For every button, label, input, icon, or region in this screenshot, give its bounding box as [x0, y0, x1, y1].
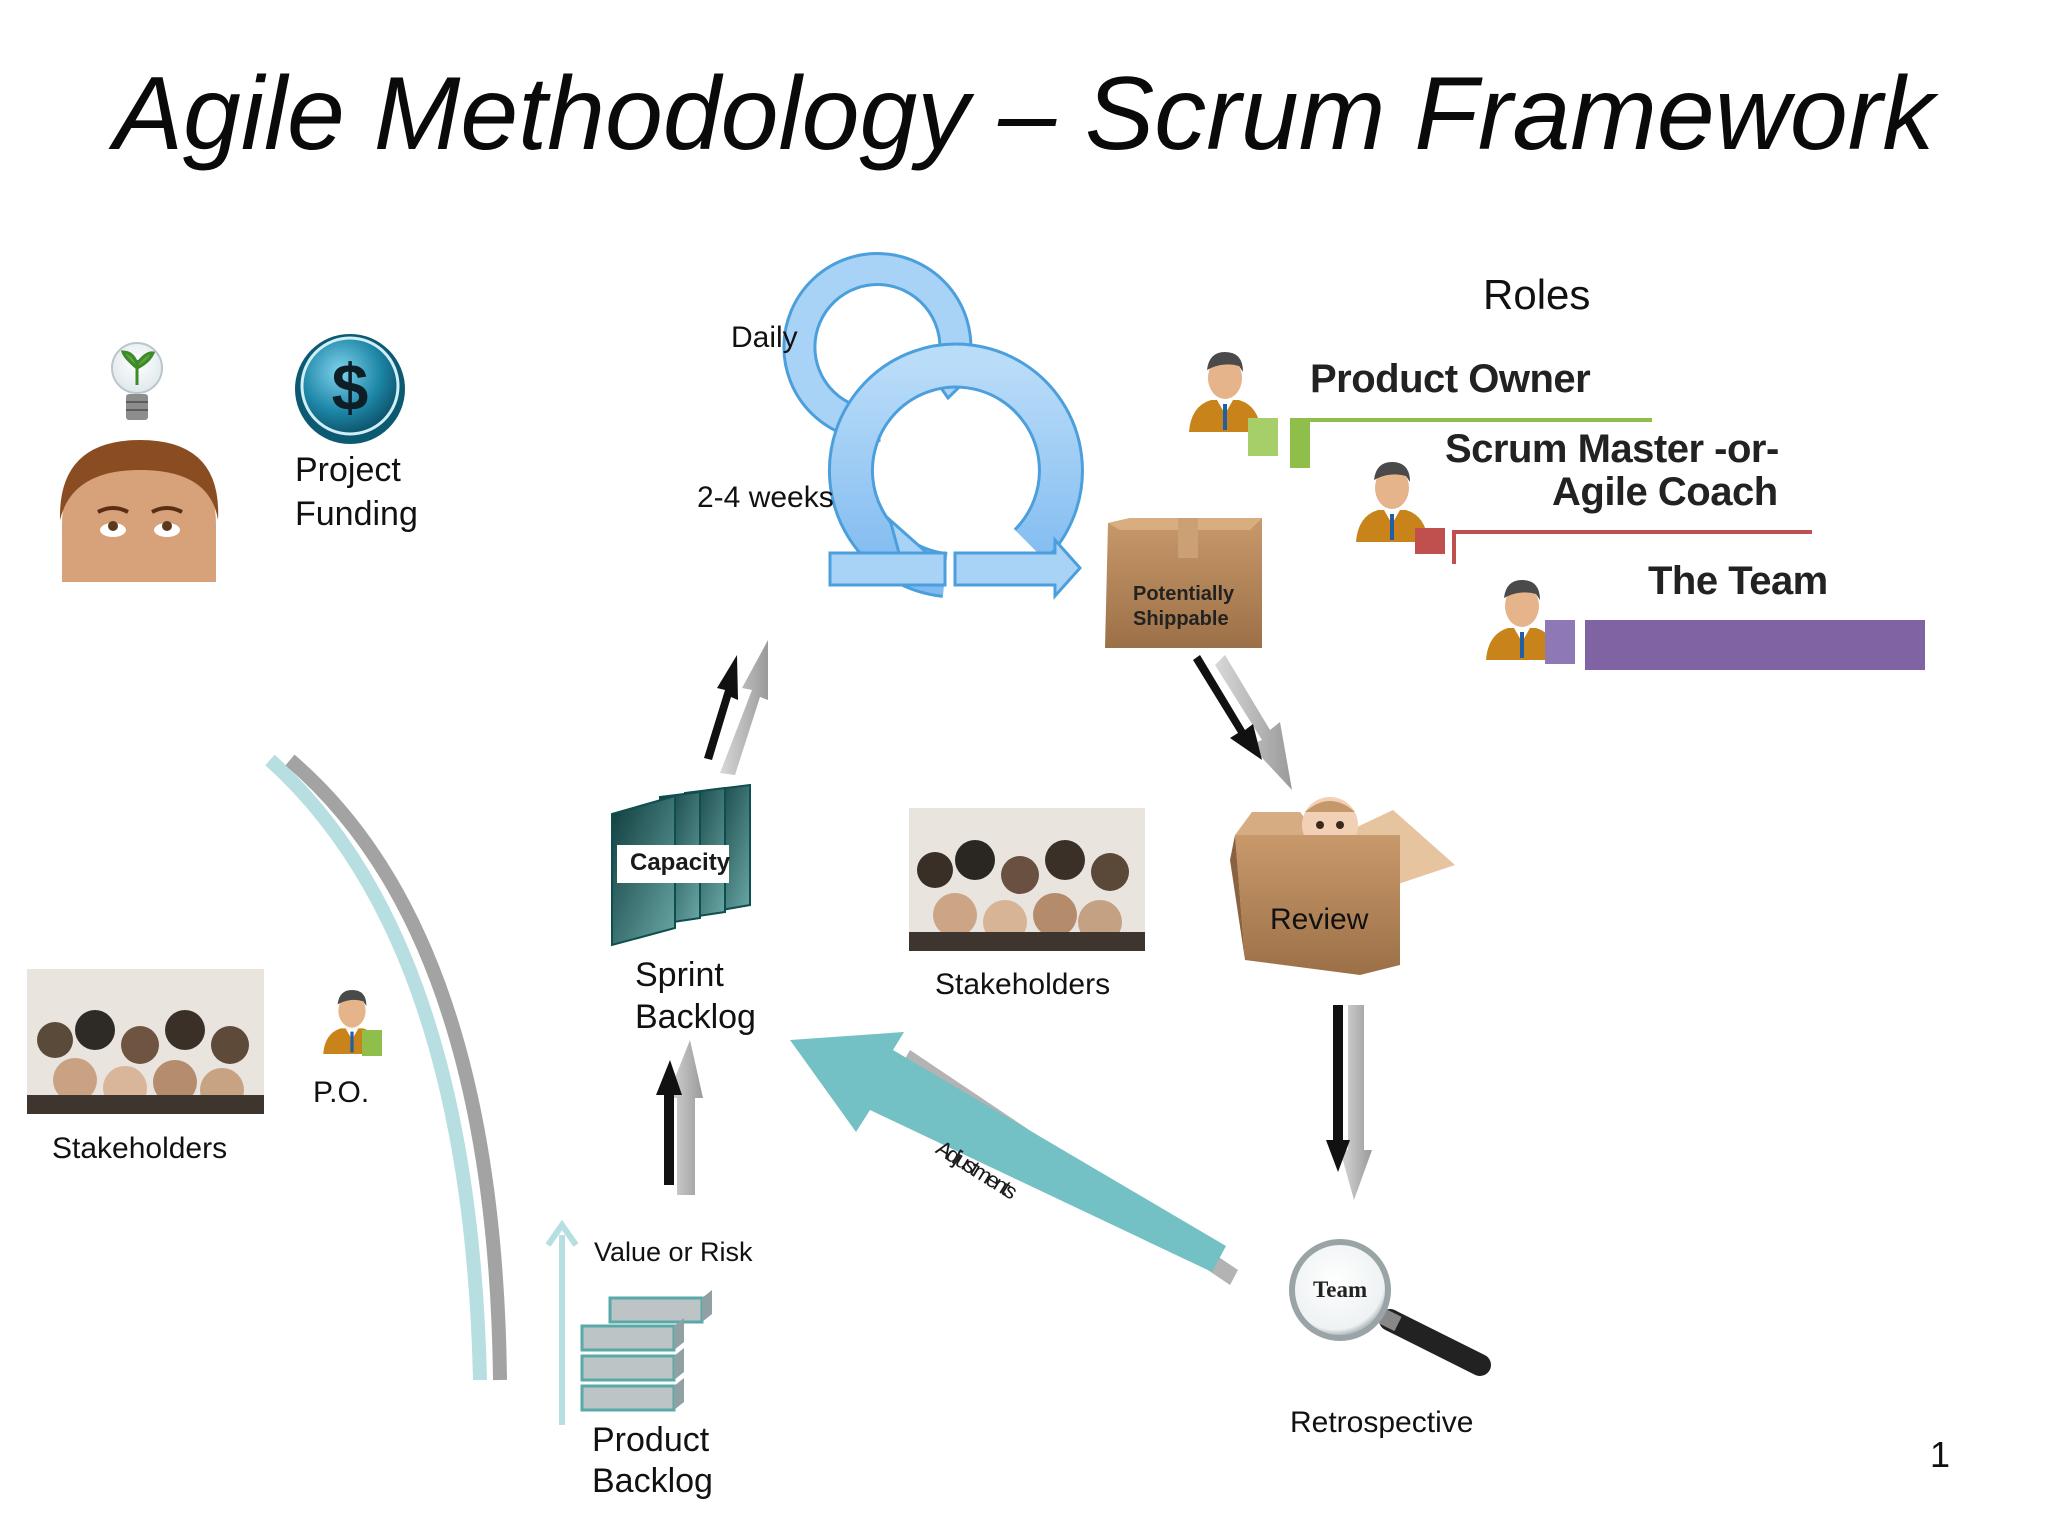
shippable-box-icon	[1105, 518, 1262, 648]
svg-text:$: $	[332, 350, 369, 424]
po-label: P.O.	[313, 1076, 370, 1109]
dollar-coin-icon: $	[295, 334, 405, 444]
sm-tick	[1452, 530, 1456, 564]
stakeholders-left-label: Stakeholders	[52, 1132, 228, 1165]
roles-heading: Roles	[1483, 271, 1591, 318]
shippable-label-2: Shippable	[1133, 608, 1229, 630]
daily-label: Daily	[731, 321, 798, 354]
sprint-backlog-label-2: Backlog	[635, 998, 756, 1036]
team-color-block	[1545, 620, 1575, 664]
magnifier-icon	[1289, 1239, 1491, 1376]
slide-title: Agile Methodology – Scrum Framework	[113, 56, 1935, 172]
stakeholders-center-photo	[909, 808, 1145, 951]
value-risk-arrow-icon	[545, 1219, 579, 1425]
po-line	[1290, 418, 1652, 422]
role-product-owner: Product Owner	[1310, 357, 1591, 401]
role-scrum-master-2: Agile Coach	[1552, 470, 1778, 514]
project-funding-label-1: Project	[295, 451, 401, 489]
review-box-icon	[1230, 797, 1455, 975]
po-small-color	[362, 1030, 382, 1056]
sprint-backlog-label-1: Sprint	[635, 956, 724, 994]
sm-line	[1452, 530, 1812, 534]
shippable-label-1: Potentially	[1133, 583, 1235, 605]
product-backlog-label-1: Product	[592, 1421, 710, 1459]
box-to-review-arrow-icon	[1193, 655, 1292, 790]
role-scrum-master-1: Scrum Master -or-	[1445, 427, 1779, 471]
stakeholders-center-label: Stakeholders	[935, 968, 1111, 1001]
capacity-label: Capacity	[630, 849, 731, 876]
value-risk-label: Value or Risk	[594, 1237, 753, 1267]
sprint-length-label: 2-4 weeks	[697, 481, 834, 514]
adjustments-arrow-icon	[790, 1032, 1238, 1285]
product-backlog-stack-icon	[580, 1290, 712, 1412]
review-to-retro-arrow-icon	[1326, 1005, 1372, 1200]
stakeholders-left-photo	[27, 969, 264, 1114]
separator-arc-icon	[265, 754, 507, 1381]
po-color-block	[1248, 418, 1278, 456]
backlog-to-sprint-arrow-icon	[704, 640, 768, 775]
po-color-bar	[1290, 418, 1310, 468]
product-backlog-label-2: Backlog	[592, 1462, 713, 1500]
scrum-cycle-icon	[782, 252, 1084, 600]
team-color-bar	[1585, 620, 1925, 670]
sm-color-block	[1415, 528, 1445, 554]
project-funding-label-2: Funding	[295, 495, 418, 533]
lightbulb-icon	[111, 342, 163, 420]
retrospective-label: Retrospective	[1290, 1406, 1474, 1439]
product-to-sprint-arrow-icon	[656, 1040, 703, 1195]
page-number: 1	[1930, 1434, 1951, 1475]
idea-person-icon	[59, 342, 219, 582]
role-the-team: The Team	[1648, 559, 1828, 603]
review-label: Review	[1270, 903, 1369, 936]
capacity-panels-icon	[611, 783, 751, 947]
team-magnifier-label: Team	[1313, 1277, 1368, 1302]
